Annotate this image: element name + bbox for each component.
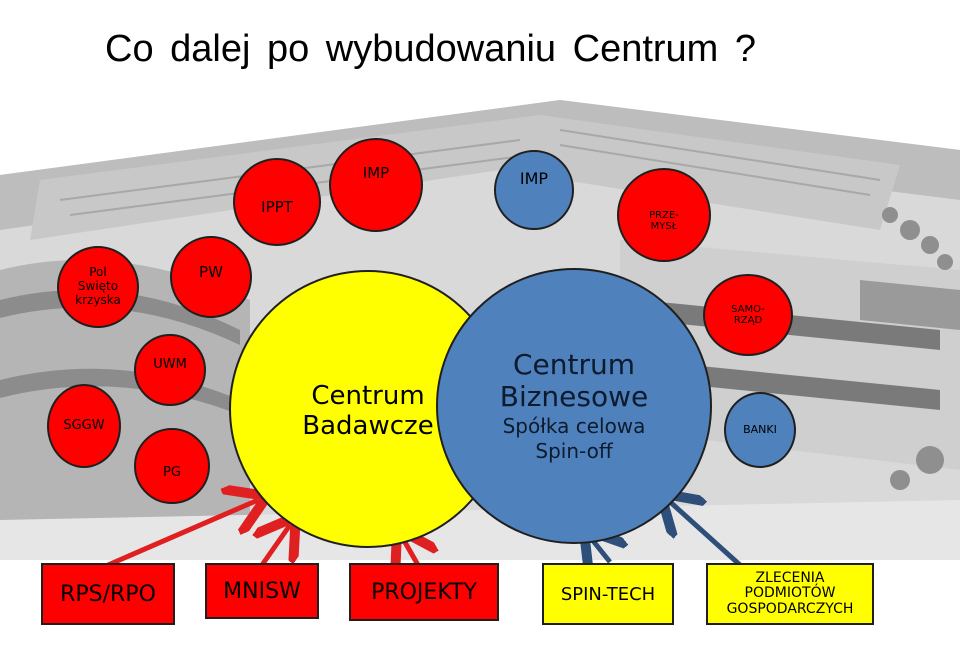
- centrum-badawcze-label-1: Centrum: [311, 381, 425, 412]
- circle-samorzad: SAMO- RZĄD: [703, 274, 793, 356]
- box-zlecenia: ZLECENIA PODMIOTÓW GOSPODARCZYCH: [706, 563, 874, 625]
- centrum-badawcze-label-2: Badawcze: [302, 411, 434, 441]
- circle-uwm-label: UWM: [153, 356, 187, 372]
- circle-ippt: IPPT: [233, 158, 321, 246]
- circle-pw-label: PW: [199, 263, 223, 282]
- centrum-biznesowe-label-2: Biznesowe: [499, 380, 649, 413]
- circle-przemysl-label-1: PRZE-: [649, 209, 679, 221]
- circle-imp-blue: IMP: [494, 150, 574, 230]
- circle-pol-label-2: Swięto: [77, 279, 119, 294]
- circle-imp-red-label: IMP: [362, 164, 390, 183]
- centrum-biznesowe-label-4: Spin-off: [535, 439, 613, 464]
- box-projekty: PROJEKTY: [349, 563, 499, 621]
- circle-przemysl: PRZE- MYSŁ: [617, 168, 711, 262]
- circle-przemysl-label-2: MYSŁ: [650, 221, 678, 232]
- circle-pg-label: PG: [163, 464, 181, 480]
- circle-centrum-biznesowe: Centrum Biznesowe Spółka celowa Spin-off: [436, 268, 712, 544]
- circle-pol-label-1: Pol: [89, 265, 107, 280]
- box-zlecenia-label-3: GOSPODARCZYCH: [726, 600, 854, 617]
- page-title: Co dalej po wybudowaniu Centrum ?: [105, 28, 757, 70]
- circle-sggw-label: SGGW: [63, 417, 105, 433]
- centrum-biznesowe-label-3: Spółka celowa: [502, 414, 646, 439]
- circle-pol-swietokrzyska: Pol Swięto krzyska: [57, 246, 139, 328]
- box-projekty-label: PROJEKTY: [371, 579, 477, 605]
- circle-samorzad-label-1: SAMO-: [731, 303, 765, 315]
- box-spin-tech: SPIN-TECH: [542, 563, 674, 625]
- box-zlecenia-label-2: PODMIOTÓW: [744, 585, 836, 602]
- circle-imp-red: IMP: [329, 138, 423, 232]
- box-rps-rpo-label: RPS/RPO: [60, 581, 156, 607]
- box-mnisw-label: MNISW: [223, 578, 301, 604]
- box-mnisw: MNISW: [205, 563, 319, 619]
- centrum-biznesowe-label-1: Centrum: [512, 347, 636, 381]
- circle-samorzad-label-2: RZĄD: [733, 315, 763, 326]
- circle-ippt-label: IPPT: [261, 198, 293, 217]
- circle-banki-label: BANKI: [743, 422, 777, 436]
- circle-sggw: SGGW: [47, 384, 121, 468]
- box-rps-rpo: RPS/RPO: [41, 563, 175, 625]
- box-zlecenia-label-1: ZLECENIA: [755, 569, 825, 586]
- circle-pw: PW: [170, 236, 252, 318]
- circle-imp-blue-label: IMP: [519, 168, 549, 188]
- box-spin-tech-label: SPIN-TECH: [560, 583, 656, 605]
- circle-pg: PG: [134, 428, 210, 504]
- circle-uwm: UWM: [134, 334, 206, 406]
- circle-banki: BANKI: [724, 392, 796, 468]
- circle-pol-label-3: krzyska: [75, 292, 121, 307]
